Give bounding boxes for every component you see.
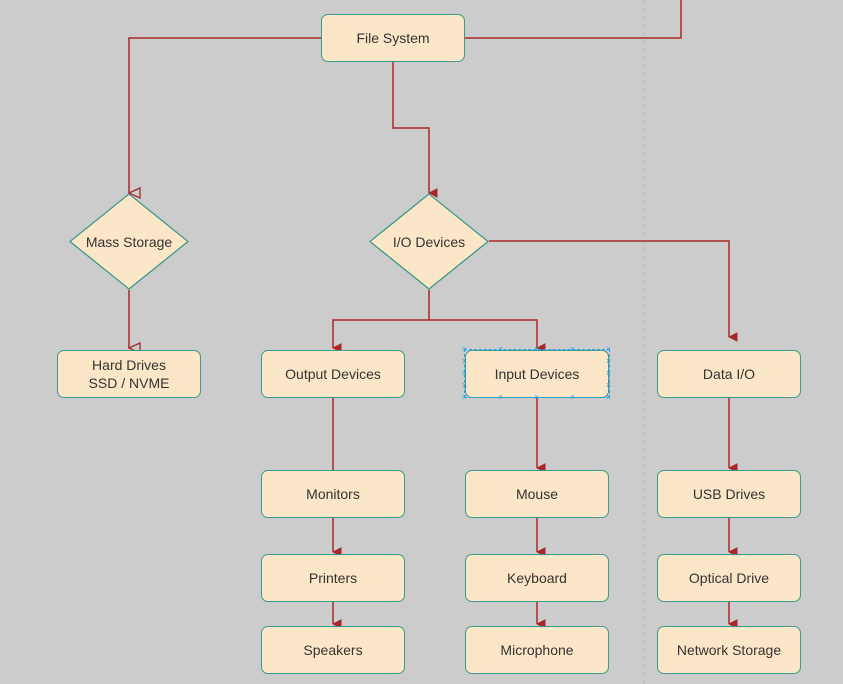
- resize-handle-e3[interactable]: ×: [605, 380, 612, 390]
- io-devices-diamond-shape: [369, 193, 489, 290]
- node-optical-drive[interactable]: Optical Drive: [657, 554, 801, 602]
- mass-storage-diamond-shape: [69, 193, 189, 290]
- resize-handle-e2[interactable]: ×: [605, 368, 612, 378]
- resize-handle-se[interactable]: ×: [605, 392, 612, 402]
- node-io-devices-label: I/O Devices: [392, 233, 466, 250]
- resize-handle-w1[interactable]: ×: [461, 356, 468, 366]
- resize-handle-s1[interactable]: ×: [497, 392, 504, 402]
- node-printers[interactable]: Printers: [261, 554, 405, 602]
- edge-file-system-to-mass-storage[interactable]: [127, 37, 321, 200]
- node-microphone[interactable]: Microphone: [465, 626, 609, 674]
- node-speakers[interactable]: Speakers: [261, 626, 405, 674]
- edge-io-devices-to-data-io[interactable]: [489, 240, 729, 337]
- resize-handle-w3[interactable]: ×: [461, 380, 468, 390]
- node-file-system-label: File System: [356, 30, 430, 46]
- resize-handle-s2[interactable]: ×: [533, 392, 540, 402]
- node-input-devices[interactable]: Input Devices: [465, 350, 609, 398]
- resize-handle-w2[interactable]: ×: [461, 368, 468, 378]
- resize-handle-n2[interactable]: ×: [533, 344, 540, 354]
- node-usb-drives[interactable]: USB Drives: [657, 470, 801, 518]
- node-io-devices[interactable]: I/O Devices: [369, 193, 489, 290]
- resize-handle-ne[interactable]: ×: [605, 344, 612, 354]
- edge-file-system-to-io-devices[interactable]: [392, 62, 429, 193]
- node-speakers-label: Speakers: [303, 642, 363, 658]
- node-output-devices-label: Output Devices: [285, 366, 381, 382]
- node-mass-storage-label: Mass Storage: [85, 233, 173, 250]
- node-keyboard-label: Keyboard: [507, 570, 567, 586]
- edge-io-devices-to-input-devices[interactable]: [429, 319, 537, 348]
- node-network-storage[interactable]: Network Storage: [657, 626, 801, 674]
- node-hard-drives-label-line2: SSD / NVME: [88, 375, 170, 391]
- node-file-system[interactable]: File System: [321, 14, 465, 62]
- node-hard-drives[interactable]: Hard Drives SSD / NVME: [57, 350, 201, 398]
- resize-handle-s3[interactable]: ×: [569, 392, 576, 402]
- node-microphone-label: Microphone: [500, 642, 574, 658]
- node-input-devices-label: Input Devices: [494, 366, 580, 382]
- resize-handle-n1[interactable]: ×: [497, 344, 504, 354]
- node-mouse-label: Mouse: [515, 486, 559, 502]
- node-data-io-label: Data I/O: [702, 366, 756, 382]
- node-mass-storage[interactable]: Mass Storage: [69, 193, 189, 290]
- resize-handle-nw[interactable]: ×: [461, 344, 468, 354]
- node-mouse[interactable]: Mouse: [465, 470, 609, 518]
- edge-file-system-to-top[interactable]: [465, 0, 682, 39]
- node-printers-label: Printers: [308, 570, 358, 586]
- node-usb-drives-label: USB Drives: [692, 486, 766, 502]
- node-keyboard[interactable]: Keyboard: [465, 554, 609, 602]
- node-monitors[interactable]: Monitors: [261, 470, 405, 518]
- resize-handle-e1[interactable]: ×: [605, 356, 612, 366]
- node-output-devices[interactable]: Output Devices: [261, 350, 405, 398]
- node-monitors-label: Monitors: [306, 486, 360, 502]
- edge-io-devices-to-output-devices[interactable]: [333, 290, 430, 348]
- node-optical-drive-label: Optical Drive: [688, 570, 770, 586]
- node-network-storage-label: Network Storage: [676, 642, 782, 658]
- resize-handle-n3[interactable]: ×: [569, 344, 576, 354]
- resize-handle-sw[interactable]: ×: [461, 392, 468, 402]
- node-hard-drives-label-line1: Hard Drives: [92, 357, 166, 373]
- node-data-io[interactable]: Data I/O: [657, 350, 801, 398]
